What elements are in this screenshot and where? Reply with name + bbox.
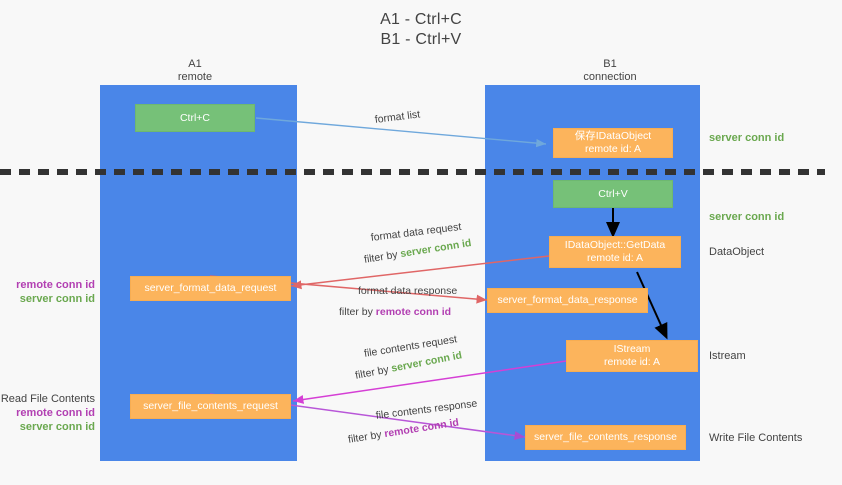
box-ctrl-v[interactable]: Ctrl+V (553, 180, 673, 208)
column-header-b1: B1 connection (540, 58, 680, 84)
column-b1-sub: connection (583, 71, 637, 83)
box-getdata-line1: IDataObject::GetData (564, 239, 666, 251)
box-save-idataobject[interactable]: 保存IDataObject remote id: A (553, 128, 673, 158)
box-getdata-line2: remote id: A (586, 252, 644, 264)
label-format-data-response-filter-value: remote conn id (375, 306, 452, 318)
box-server-format-data-response[interactable]: server_format_data_response (487, 288, 648, 313)
label-format-conn-ids: remote conn id server conn id (0, 278, 95, 306)
label-write-file-contents: Write File Contents (709, 432, 803, 444)
label-format-remote-conn-id: remote conn id (16, 279, 95, 291)
label-read-file-contents-group: Read File Contents remote conn id server… (0, 392, 95, 434)
label-format-server-conn-id: server conn id (19, 293, 95, 305)
label-format-data-response: format data response (358, 285, 458, 297)
column-a1-sub: remote (177, 71, 213, 83)
label-read-file-contents-title: Read File Contents (0, 393, 95, 405)
title-line-1: A1 - Ctrl+C (380, 11, 462, 28)
box-ctrl-c[interactable]: Ctrl+C (135, 104, 255, 132)
column-b1-name: B1 (603, 58, 617, 70)
box-server-file-contents-response-label: server_file_contents_response (533, 431, 677, 443)
page-title: A1 - Ctrl+C B1 - Ctrl+V (0, 10, 842, 50)
label-format-list: format list (374, 108, 421, 126)
box-save-idataobject-line1: 保存IDataObject (574, 130, 652, 142)
label-read-server-conn-id: server conn id (19, 421, 95, 433)
box-istream-line2: remote id: A (603, 356, 661, 368)
column-header-a1: A1 remote (125, 58, 265, 84)
label-server-conn-id-top: server conn id (709, 132, 785, 144)
box-server-file-contents-response[interactable]: server_file_contents_response (525, 425, 686, 450)
box-save-idataobject-line2: remote id: A (584, 143, 642, 155)
box-getdata[interactable]: IDataObject::GetData remote id: A (549, 236, 681, 268)
box-server-format-data-request-label: server_format_data_request (144, 282, 277, 294)
label-read-remote-conn-id: remote conn id (16, 407, 95, 419)
label-dataobject: DataObject (709, 246, 765, 258)
title-line-2: B1 - Ctrl+V (380, 31, 462, 48)
box-server-format-data-response-label: server_format_data_response (497, 294, 638, 306)
box-istream[interactable]: IStream remote id: A (566, 340, 698, 372)
label-format-data-response-filter: filter by remote conn id (339, 305, 451, 320)
box-server-file-contents-request[interactable]: server_file_contents_request (130, 394, 291, 419)
label-format-data-request-filter-prefix: filter by (363, 248, 402, 266)
box-server-file-contents-request-label: server_file_contents_request (143, 400, 278, 412)
label-file-contents-response-filter-prefix: filter by (347, 428, 386, 446)
label-server-conn-id-second: server conn id (709, 211, 785, 223)
label-istream: Istream (709, 350, 746, 362)
column-a1-name: A1 (188, 58, 202, 70)
box-istream-line1: IStream (613, 343, 651, 355)
box-ctrl-v-label: Ctrl+V (598, 187, 628, 200)
box-server-format-data-request[interactable]: server_format_data_request (130, 276, 291, 301)
box-ctrl-c-label: Ctrl+C (179, 111, 211, 124)
label-format-data-response-filter-prefix: filter by (339, 306, 376, 318)
label-file-contents-request-filter-prefix: filter by (354, 362, 393, 382)
